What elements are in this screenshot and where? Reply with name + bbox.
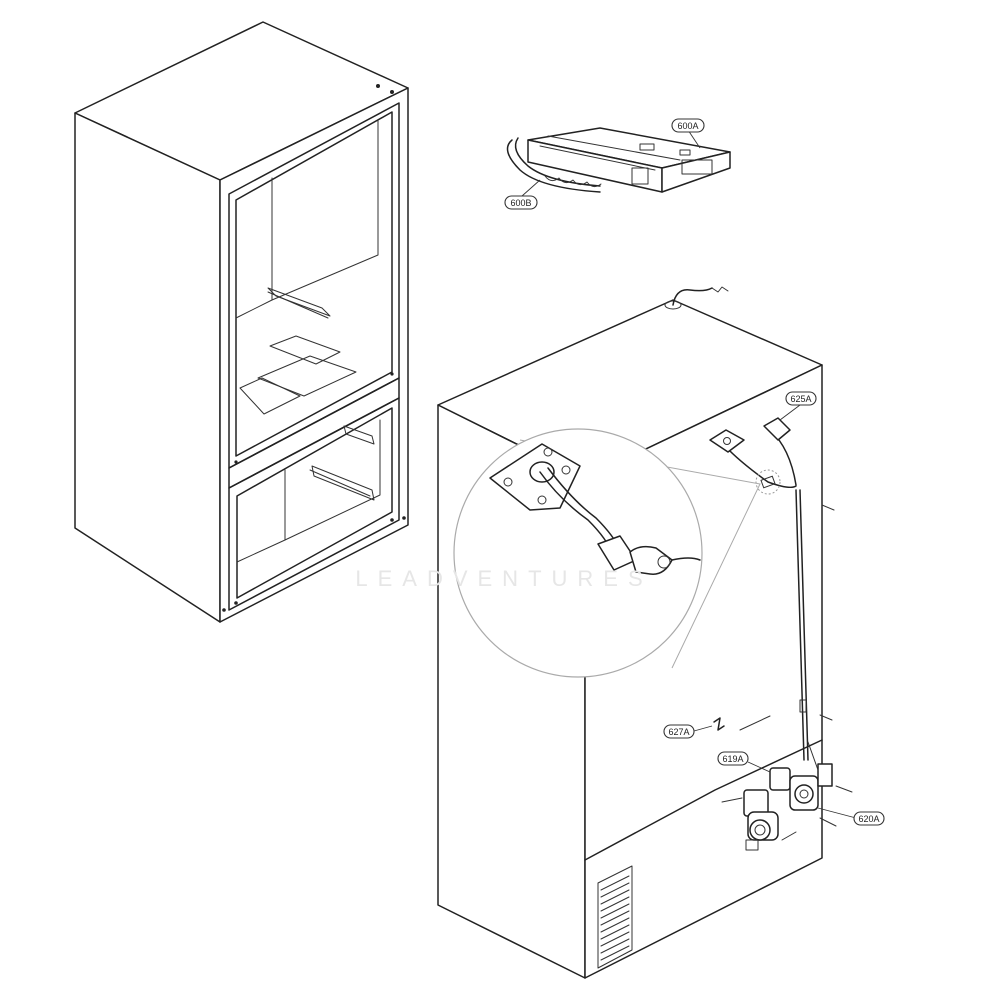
callout-label: 600A bbox=[677, 121, 698, 131]
power-cord bbox=[664, 286, 729, 310]
callout-619A[interactable]: 619A bbox=[717, 751, 771, 773]
callout-600B[interactable]: 600B bbox=[504, 179, 541, 210]
vent-grille bbox=[597, 865, 633, 969]
callout-625A[interactable]: 625A bbox=[779, 391, 817, 421]
tube-clip bbox=[713, 715, 771, 731]
callout-label: 627A bbox=[668, 727, 689, 737]
callout-label: 620A bbox=[858, 814, 879, 824]
callout-600A[interactable]: 600A bbox=[671, 118, 705, 149]
callout-620A[interactable]: 620A bbox=[817, 807, 885, 826]
detail-magnifier bbox=[453, 428, 761, 678]
callout-label: 619A bbox=[722, 754, 743, 764]
water-line-tube bbox=[709, 417, 853, 793]
callout-627A[interactable]: 627A bbox=[663, 724, 713, 739]
water-inlet-valve bbox=[721, 741, 837, 851]
callout-label: 625A bbox=[790, 394, 811, 404]
refrigerator-cabinet-front bbox=[74, 21, 409, 623]
ice-maker-assembly bbox=[506, 127, 731, 193]
watermark: LEADVENTURES bbox=[355, 566, 652, 591]
callout-label: 600B bbox=[510, 198, 531, 208]
